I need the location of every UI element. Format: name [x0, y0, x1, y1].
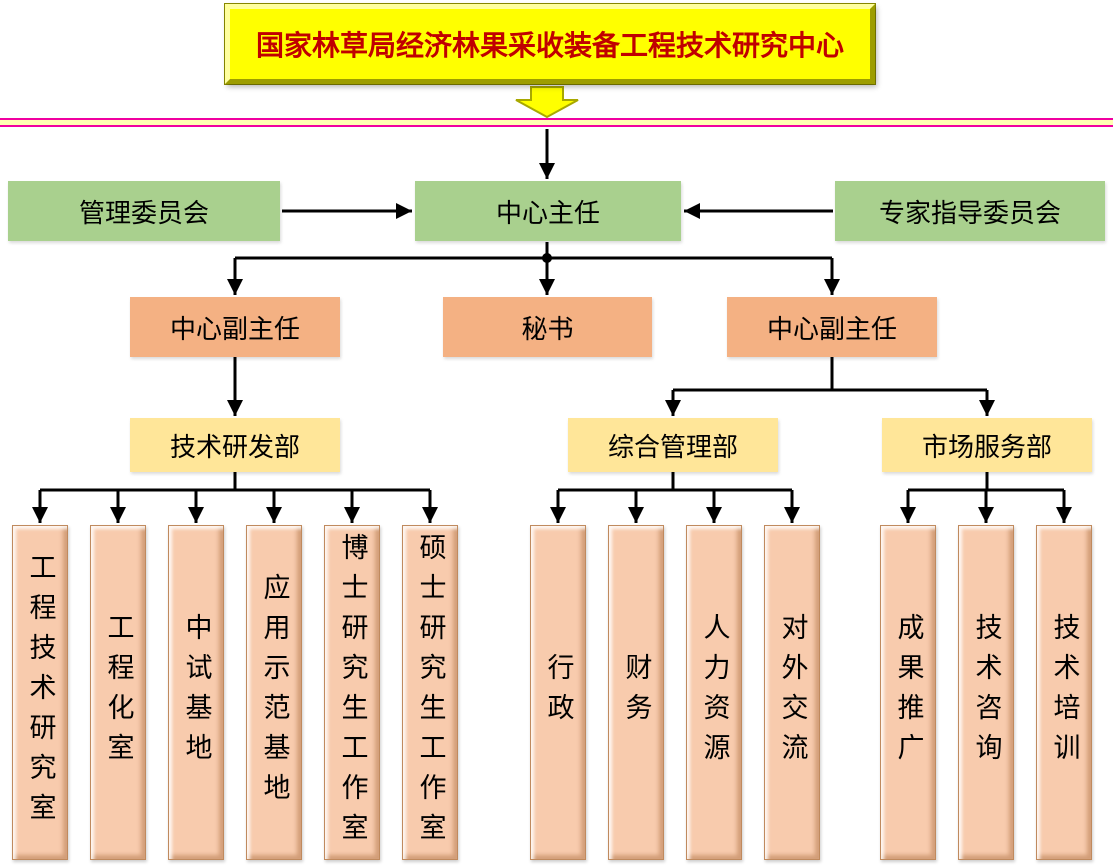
unit-label: 中试基地 [181, 612, 212, 773]
ribbon-divider [0, 118, 1113, 127]
title-down-arrow [515, 86, 579, 119]
unit-label: 工程化室 [103, 612, 134, 773]
box-rd-department: 技术研发部 [130, 418, 340, 472]
unit-box-engineering-technology-research-office: 工程技术研究室 [12, 525, 68, 860]
box-deputy-director-left: 中心副主任 [130, 297, 340, 357]
unit-label: 工程技术研究室 [25, 552, 56, 833]
unit-box-external-exchange: 对外交流 [764, 525, 820, 860]
unit-label: 技术咨询 [971, 612, 1002, 773]
unit-box-finance: 财务 [608, 525, 664, 860]
unit-box-engineering-office: 工程化室 [90, 525, 146, 860]
box-management-committee: 管理委员会 [8, 181, 280, 241]
title-banner: 国家林草局经济林果采收装备工程技术研究中心 [225, 4, 875, 84]
box-center-director: 中心主任 [415, 181, 681, 241]
unit-label: 硕士研究生工作室 [415, 532, 446, 853]
unit-label: 技术培训 [1049, 612, 1080, 773]
box-deputy-director-right: 中心副主任 [727, 297, 937, 357]
unit-label: 成果推广 [893, 612, 924, 773]
unit-box-achievement-promotion: 成果推广 [880, 525, 936, 860]
box-secretary: 秘书 [443, 297, 652, 357]
unit-box-technical-consulting: 技术咨询 [958, 525, 1014, 860]
unit-label: 人力资源 [699, 612, 730, 773]
unit-box-technical-training: 技术培训 [1036, 525, 1092, 860]
unit-label: 财务 [621, 652, 652, 733]
unit-box-human-resources: 人力资源 [686, 525, 742, 860]
unit-label: 应用示范基地 [259, 572, 290, 813]
junction-dot [542, 253, 552, 263]
unit-label: 行政 [543, 652, 574, 733]
unit-label: 博士研究生工作室 [337, 532, 368, 853]
box-admin-department: 综合管理部 [568, 418, 778, 472]
box-market-department: 市场服务部 [882, 418, 1092, 472]
box-expert-committee: 专家指导委员会 [835, 181, 1105, 241]
unit-box-pilot-test-base: 中试基地 [168, 525, 224, 860]
unit-box-application-demo-base: 应用示范基地 [246, 525, 302, 860]
unit-label: 对外交流 [777, 612, 808, 773]
unit-box-administration: 行政 [530, 525, 586, 860]
unit-box-doctoral-students-studio: 博士研究生工作室 [324, 525, 380, 860]
unit-box-masters-students-studio: 硕士研究生工作室 [402, 525, 458, 860]
